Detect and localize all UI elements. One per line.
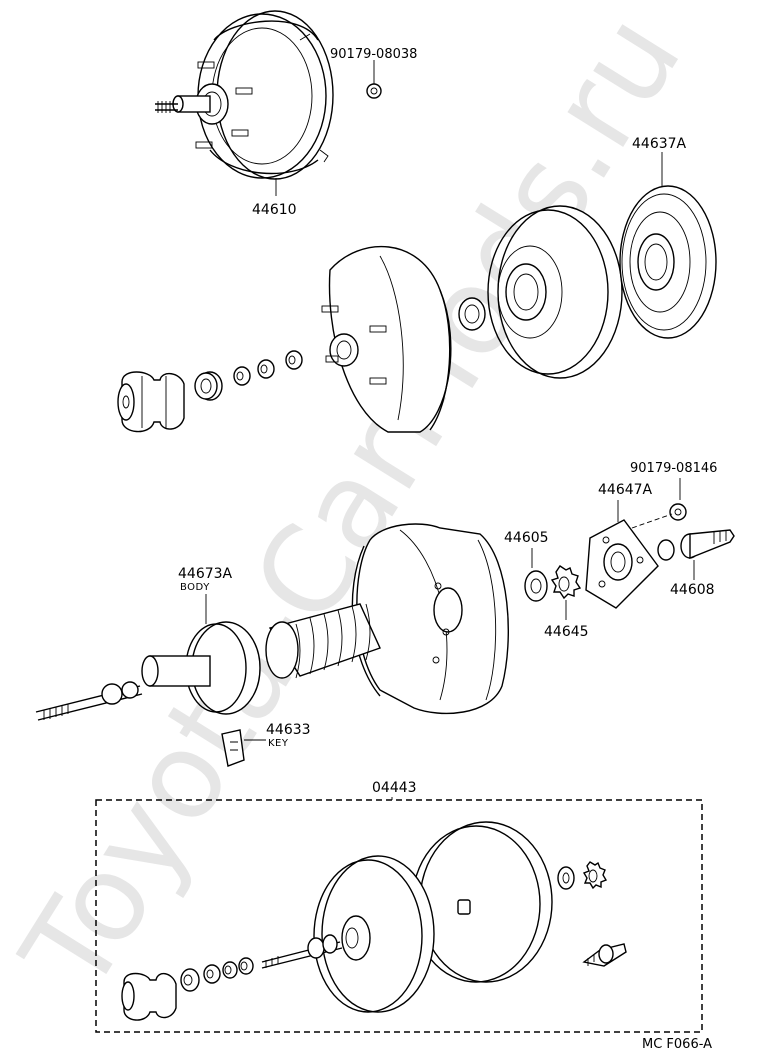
kit-bolt [582, 943, 627, 967]
diaphragm-plate [487, 205, 623, 379]
bushing [657, 539, 675, 561]
front-shell [321, 245, 452, 433]
kit-boot [121, 972, 177, 1021]
booster-shell-44610 [155, 10, 334, 180]
label-44605: 44605 [504, 530, 549, 546]
kit-seal-and-retainer [557, 861, 608, 890]
key-44633 [221, 729, 245, 767]
seal-ring [194, 371, 223, 401]
washers-row [233, 350, 303, 386]
body-44673A [141, 621, 261, 715]
nut-90179-08038 [366, 60, 382, 99]
label-44673A: 44673A [178, 566, 233, 582]
retainer-44645 [550, 565, 582, 600]
label-44637A: 44637A [632, 136, 687, 152]
nut-90179-08146 [669, 503, 687, 521]
label-44647A: 44647A [598, 482, 653, 498]
plate-44647A [585, 519, 659, 609]
seal-44605 [524, 570, 548, 602]
complete-booster-04443 [261, 821, 553, 1013]
footer-code: MC F066-A [642, 1037, 712, 1052]
bolt-44608 [680, 529, 735, 560]
bellows [265, 603, 381, 679]
label-04443: 04443 [372, 780, 417, 796]
diaphragm-44637A [619, 185, 717, 339]
label-44610: 44610 [252, 202, 297, 218]
label-44608: 44608 [670, 582, 715, 598]
label-key: KEY [268, 738, 289, 749]
kit-washers [180, 957, 254, 992]
boot-front [117, 371, 185, 433]
label-90179-08146: 90179-08146 [630, 461, 717, 476]
push-rod [35, 681, 143, 721]
small-seal [458, 297, 486, 331]
assembly-04443-box [95, 799, 703, 1033]
label-90179-08038: 90179-08038 [330, 47, 417, 62]
rear-shell [351, 523, 509, 715]
label-body: BODY [180, 582, 210, 593]
label-44633: 44633 [266, 722, 311, 738]
label-44645: 44645 [544, 624, 589, 640]
